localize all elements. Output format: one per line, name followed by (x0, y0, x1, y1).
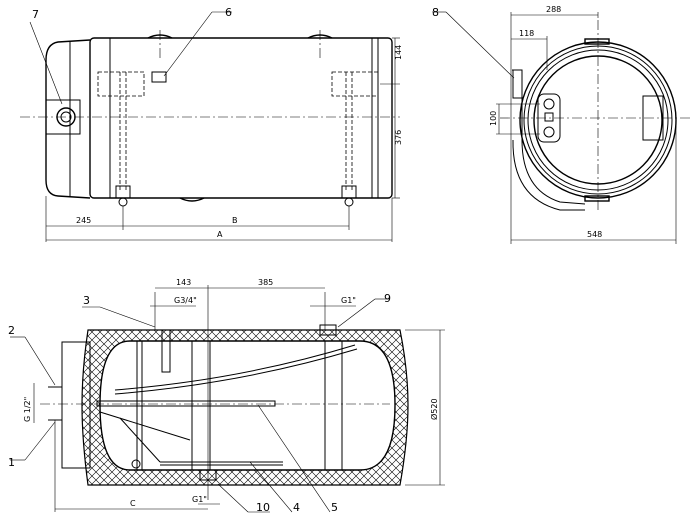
dim-245: 245 (76, 216, 91, 225)
callout-1: 1 (8, 456, 15, 469)
section-view: 143 385 G3/4" G1" G1" G 1/2" C Ø520 3 2 … (8, 278, 445, 514)
front-view: 144 376 245 B A 6 7 (20, 6, 403, 242)
dim-288: 288 (546, 5, 561, 14)
callout-3: 3 (83, 294, 90, 307)
callout-6: 6 (225, 6, 232, 19)
thread-g1-bottom: G1" (192, 495, 207, 504)
callout-2: 2 (8, 324, 15, 337)
label-plate (151, 71, 167, 83)
side-view: 288 118 100 548 8 (432, 5, 692, 244)
dim-143: 143 (176, 278, 191, 287)
connection-block (537, 93, 561, 143)
dim-376: 376 (394, 130, 403, 145)
foot-right (341, 185, 357, 199)
tank-body (89, 37, 393, 199)
inlet-pipe (161, 329, 171, 373)
thread-g3-4: G3/4" (174, 296, 197, 305)
callout-7: 7 (32, 8, 39, 21)
dim-d520: Ø520 (429, 398, 439, 420)
dim-C: C (130, 499, 136, 508)
outlet-fitting (319, 324, 337, 336)
side-box (642, 95, 664, 141)
thread-g1-2: G 1/2" (23, 397, 32, 422)
control-cap-section (61, 341, 91, 469)
callout-4: 4 (293, 501, 300, 514)
foot-left (115, 185, 131, 199)
callout-10: 10 (256, 501, 270, 514)
dim-144: 144 (394, 45, 403, 60)
dim-100: 100 (489, 111, 498, 126)
heating-element (96, 400, 276, 407)
control-cap (45, 39, 91, 199)
dim-385: 385 (258, 278, 273, 287)
tube-upper (114, 344, 356, 391)
dim-A: A (217, 230, 223, 239)
callout-8: 8 (432, 6, 439, 19)
callout-9: 9 (384, 292, 391, 305)
dim-B: B (232, 216, 238, 225)
callout-5: 5 (331, 501, 338, 514)
dim-118: 118 (519, 29, 534, 38)
dim-548: 548 (587, 230, 602, 239)
thread-g1-top: G1" (341, 296, 356, 305)
